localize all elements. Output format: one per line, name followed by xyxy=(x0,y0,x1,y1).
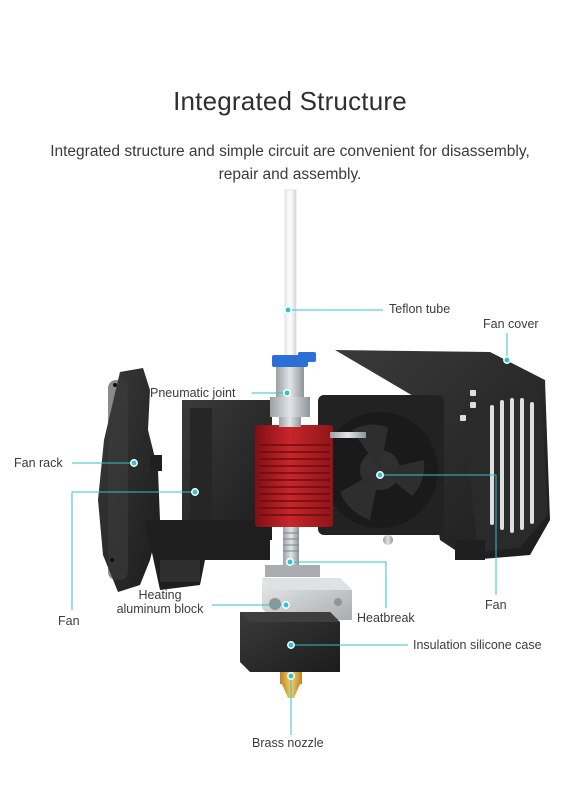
heatsink-part xyxy=(255,425,366,527)
dot-fan-cover xyxy=(503,356,511,364)
dot-fan-left xyxy=(191,488,199,496)
dot-teflon-tube xyxy=(284,306,292,314)
right-fan-part xyxy=(318,395,444,545)
heatbreak-part xyxy=(265,527,320,577)
subtitle-line-1: Integrated structure and simple circuit … xyxy=(50,143,530,160)
label-heating-block-line1: Heating xyxy=(138,588,182,602)
callout-heatbreak xyxy=(290,561,387,608)
teflon-tube-part xyxy=(284,189,297,363)
label-pneumatic-joint: Pneumatic joint xyxy=(150,386,236,400)
label-fan-cover: Fan cover xyxy=(483,317,539,331)
label-fan-right: Fan xyxy=(485,598,507,612)
fan-rack-part xyxy=(98,368,162,592)
callout-fan-right xyxy=(380,474,497,595)
dot-heatbreak xyxy=(286,558,294,566)
callout-dots xyxy=(130,306,511,680)
dot-brass-nozzle xyxy=(287,672,295,680)
callout-fan-left xyxy=(71,491,195,610)
subtitle-line-2: repair and assembly. xyxy=(218,166,362,183)
label-fan-left: Fan xyxy=(58,614,80,628)
dot-fan-rack xyxy=(130,459,138,467)
dot-insulation-case xyxy=(287,641,295,649)
label-heatbreak: Heatbreak xyxy=(357,611,415,625)
label-insulation-case: Insulation silicone case xyxy=(413,638,542,652)
page-subtitle: Integrated structure and simple circuit … xyxy=(20,140,560,186)
pneumatic-joint-part xyxy=(270,352,316,427)
heating-block-part xyxy=(262,578,352,620)
dot-fan-right xyxy=(376,471,384,479)
page-title: Integrated Structure xyxy=(173,86,407,116)
left-fan-part xyxy=(145,400,272,590)
dot-heating-block xyxy=(282,601,290,609)
label-heating-block: Heating aluminum block xyxy=(104,588,216,616)
label-teflon-tube: Teflon tube xyxy=(389,302,451,316)
label-fan-rack: Fan rack xyxy=(14,456,63,470)
label-heating-block-line2: aluminum block xyxy=(116,602,204,616)
label-brass-nozzle: Brass nozzle xyxy=(252,736,324,750)
dot-pneumatic-joint xyxy=(283,389,291,397)
callout-lines xyxy=(71,309,508,735)
